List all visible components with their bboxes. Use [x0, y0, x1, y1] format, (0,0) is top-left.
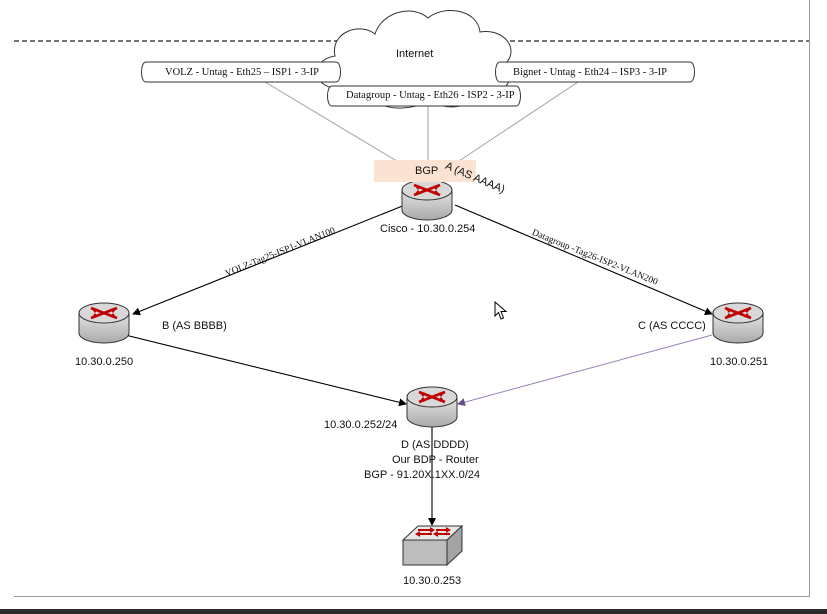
router-d-ip-label: 10.30.0.252/24 — [324, 419, 398, 431]
router-b-ip-label: 10.30.0.250 — [75, 356, 134, 368]
isp2-link-label: Datagroup - Untag - Eth26 - ISP2 - 3-IP — [346, 90, 515, 101]
router-c-ip-label: 10.30.0.251 — [710, 356, 769, 368]
internet-cloud — [316, 10, 512, 109]
router-d-as-label: D (AS DDDD) — [401, 439, 469, 451]
isp2-link-box — [327, 85, 521, 107]
bgp-label-box — [374, 160, 476, 182]
link-c-to-d — [457, 334, 713, 407]
link-b-to-d — [124, 334, 407, 407]
router-a-icon[interactable] — [400, 178, 454, 222]
router-b-as-label: B (AS BBBB) — [162, 320, 227, 332]
isp3-link-box — [495, 61, 695, 83]
mouse-pointer-icon — [494, 301, 508, 320]
isp3-link-line — [437, 81, 579, 176]
isp1-link-label: VOLZ - Untag - Eth25 – ISP1 - 3-IP — [165, 67, 319, 78]
router-a-ip-label: Cisco - 10.30.0.254 — [380, 223, 476, 235]
link-a-to-c — [454, 204, 713, 315]
router-b-icon[interactable] — [77, 301, 131, 345]
window-bottom-bar — [0, 609, 827, 614]
isp1-link-line — [264, 81, 421, 176]
cloud-label: Internet — [396, 48, 434, 60]
router-c-as-label: C (AS CCCC) — [638, 320, 706, 332]
link-a-to-b — [132, 204, 406, 316]
page-frame-bottom — [14, 596, 810, 597]
isp1-link-box — [141, 61, 341, 83]
router-c-icon[interactable] — [711, 301, 765, 345]
isp3-link-label: Bignet - Untag - Eth24 – ISP3 - 3-IP — [513, 67, 667, 78]
router-d-role-label: Our BDP - Router — [392, 454, 479, 466]
switch-icon[interactable] — [401, 524, 464, 567]
page-frame-right — [809, 0, 810, 596]
bgp-label: BGP — [415, 165, 439, 177]
router-d-bgp-label: BGP - 91.20X.1XX.0/24 — [364, 469, 480, 481]
router-d-icon[interactable] — [405, 385, 459, 429]
switch-ip-label: 10.30.0.253 — [403, 575, 462, 587]
